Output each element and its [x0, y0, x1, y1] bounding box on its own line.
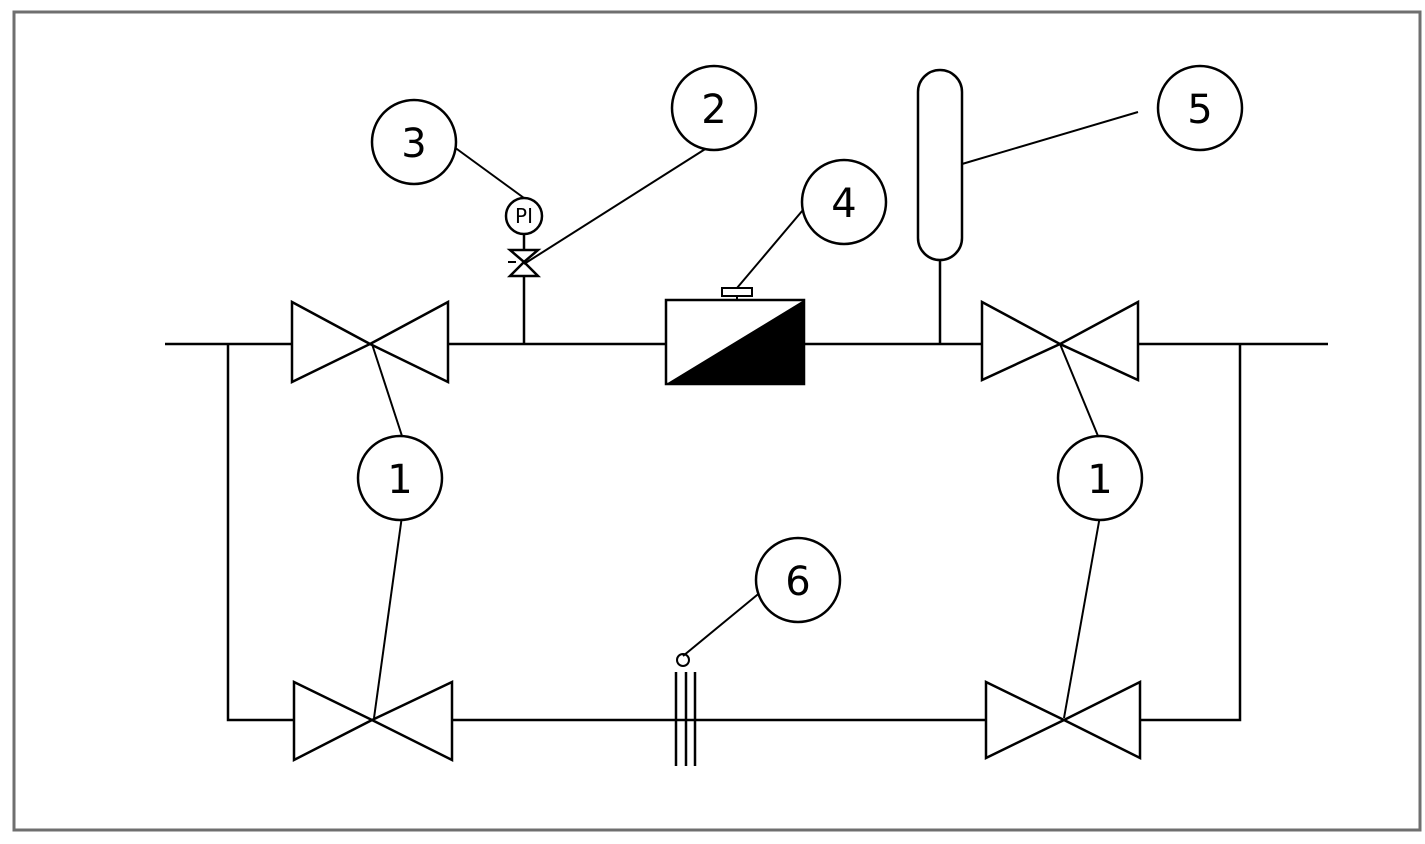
callout-label: 6 — [785, 559, 810, 605]
bypass-pipe — [226, 344, 1242, 722]
gauge-label: PI — [515, 204, 533, 228]
callout-label: 2 — [701, 87, 726, 133]
vessel — [916, 68, 964, 344]
pressure-gauge: PI — [504, 196, 544, 236]
callout-2: 2 — [670, 64, 758, 152]
flow-meter — [664, 287, 806, 386]
callout-1-left: 1 — [356, 434, 444, 522]
valve-bottom-right — [984, 679, 1142, 761]
callout-label: 4 — [831, 181, 856, 227]
leader-lines — [371, 111, 1139, 719]
callout-label: 5 — [1187, 87, 1212, 133]
valve-bottom-left — [292, 680, 454, 763]
valve-top-left — [290, 299, 450, 384]
callout-3: 3 — [370, 98, 458, 186]
orifice — [674, 653, 697, 766]
callout-label: 3 — [401, 121, 426, 167]
callout-6: 6 — [754, 536, 842, 624]
callout-5: 5 — [1156, 64, 1244, 152]
instrument-tap: PI — [504, 196, 544, 344]
valve-top-right — [980, 299, 1140, 382]
needle-valve — [506, 248, 542, 278]
callout-4: 4 — [800, 158, 888, 246]
callout-label: 1 — [1087, 457, 1112, 503]
callout-label: 1 — [387, 457, 412, 503]
callout-1-right: 1 — [1056, 434, 1144, 522]
